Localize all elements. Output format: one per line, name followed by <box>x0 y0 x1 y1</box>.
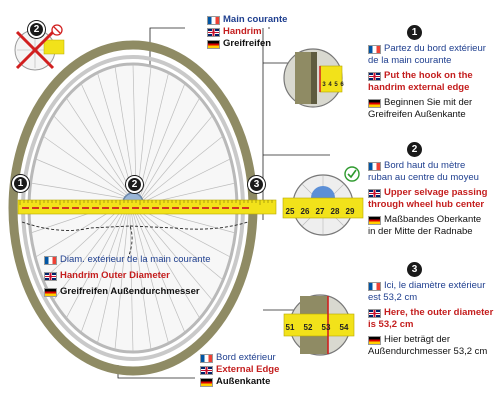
edge-label-de: Außenkante <box>216 376 271 387</box>
step2-tick-label: 25 <box>286 207 295 216</box>
handrim-label-de: Greifreifen <box>223 38 272 49</box>
step1-en-line2: handrim external edge <box>368 82 470 93</box>
step3-tick-label: 51 <box>286 323 295 332</box>
marker-2: 2 <box>126 176 143 193</box>
step3-text: Ici, le diamètre extérieur est 53,2 cm H… <box>368 280 493 358</box>
flag-uk-icon <box>368 71 381 81</box>
diameter-label-fr: Diam. extérieur de la main courante <box>60 254 211 265</box>
step2-en-line2: through wheel hub center <box>368 199 485 210</box>
step2-de-line1: Maßbandes Oberkante <box>384 214 482 225</box>
measuring-tape <box>17 199 277 215</box>
diameter-label: Diam. extérieur de la main courante Hand… <box>44 254 211 298</box>
flag-fr-icon <box>207 15 220 25</box>
flag-uk-icon <box>200 365 213 375</box>
edge-label: Bord extérieur External Edge Außenkante <box>200 352 279 388</box>
step2-de-line2: in der Mitte der Radnabe <box>368 226 473 237</box>
flag-de-icon <box>207 39 220 49</box>
step3-en-line2: is 53,2 cm <box>368 319 414 330</box>
incorrect-method-icon <box>14 29 65 71</box>
step3-number: 3 <box>407 262 422 277</box>
step3-en-line1: Here, the outer diameter <box>384 307 494 318</box>
step3-de-line1: Hier beträgt der <box>384 334 451 345</box>
step1-number: 1 <box>407 25 422 40</box>
step2-fr-line1: Bord haut du mètre <box>384 160 466 171</box>
flag-de-icon <box>368 98 381 108</box>
step2-tick-label: 26 <box>301 207 310 216</box>
diameter-label-de: Greifreifen Außendurchmesser <box>60 286 200 297</box>
flag-fr-icon <box>44 255 57 265</box>
flag-uk-icon <box>368 308 381 318</box>
step1-fr-line2: de la main courante <box>368 55 452 66</box>
step1-de-line2: Greifreifen Außenkante <box>368 109 466 120</box>
edge-label-fr: Bord extérieur <box>216 352 276 363</box>
step1-en-line1: Put the hook on the <box>384 70 473 81</box>
flag-fr-icon <box>200 353 213 363</box>
step3-de-line2: Außendurchmesser 53,2 cm <box>368 346 488 357</box>
flag-de-icon <box>368 215 381 225</box>
flag-fr-icon <box>368 161 381 171</box>
flag-uk-icon <box>368 188 381 198</box>
step2-number: 2 <box>407 142 422 157</box>
step1-text: Partez du bord extérieur de la main cour… <box>368 43 486 121</box>
marker-3: 3 <box>248 176 265 193</box>
marker-1: 1 <box>12 175 29 192</box>
step3-tick-label: 54 <box>340 323 349 332</box>
step2-tick-label: 28 <box>331 207 340 216</box>
step3-tick-label: 52 <box>304 323 313 332</box>
step2-tick-label: 27 <box>316 207 325 216</box>
forbidden-icon <box>51 24 63 36</box>
diameter-label-en: Handrim Outer Diameter <box>60 270 170 281</box>
step3-tick-label: 53 <box>322 323 331 332</box>
flag-fr-icon <box>368 44 381 54</box>
step1-fr-line1: Partez du bord extérieur <box>384 43 486 54</box>
step1-tick-label: 4 <box>328 82 332 88</box>
step2-detail-image <box>282 174 364 236</box>
check-icon <box>344 166 360 182</box>
handrim-label-fr: Main courante <box>223 14 288 25</box>
handrim-label: Main courante Handrim Greifreifen <box>207 14 287 50</box>
handrim-label-en: Handrim <box>223 26 262 37</box>
flag-uk-icon <box>207 27 220 37</box>
step1-tick-label: 6 <box>340 82 344 88</box>
flag-de-icon <box>44 287 57 297</box>
edge-label-en: External Edge <box>216 364 280 375</box>
step2-text: Bord haut du mètre ruban au centre du mo… <box>368 160 487 238</box>
flag-de-icon <box>368 335 381 345</box>
diameter-dashed-line <box>21 221 249 259</box>
marker-2-crossed: 2 <box>28 21 45 38</box>
step3-fr-line1: Ici, le diamètre extérieur <box>384 280 486 291</box>
flag-de-icon <box>200 377 213 387</box>
step2-en-line1: Upper selvage passing <box>384 187 488 198</box>
step2-tick-label: 29 <box>346 207 355 216</box>
step1-de-line1: Beginnen Sie mit der <box>384 97 473 108</box>
step3-detail-image <box>283 294 355 356</box>
step1-tick-label: 5 <box>334 82 338 88</box>
step1-detail-image <box>283 48 343 108</box>
step3-fr-line2: est 53,2 cm <box>368 292 418 303</box>
step2-fr-line2: ruban au centre du moyeu <box>368 172 479 183</box>
flag-uk-icon <box>44 271 57 281</box>
flag-fr-icon <box>368 281 381 291</box>
step1-tick-label: 3 <box>322 82 326 88</box>
